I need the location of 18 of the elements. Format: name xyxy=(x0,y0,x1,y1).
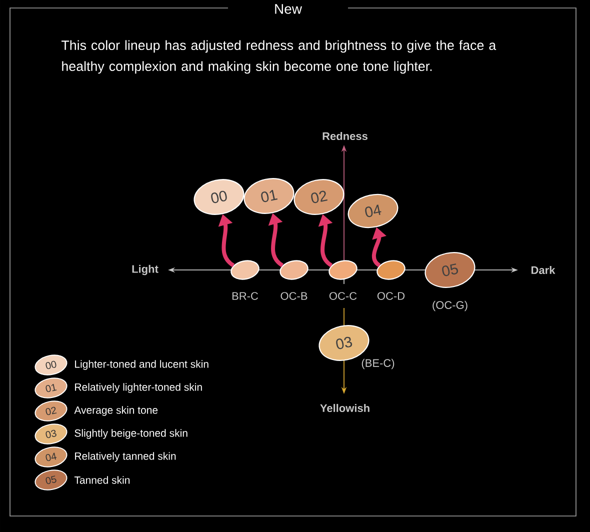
title: New xyxy=(275,4,302,14)
legend-text: Lighter-toned and lucent skin xyxy=(75,360,208,370)
shade-code: (BE-C) xyxy=(362,358,394,370)
axis-label: Redness xyxy=(322,132,368,140)
shade-code: OC-D xyxy=(377,292,405,300)
axis-label: Dark xyxy=(532,266,556,274)
legend-text: Relatively tanned skin xyxy=(75,452,176,462)
shade-code: OC-B xyxy=(280,292,308,300)
shade-code: BR-C xyxy=(232,292,258,300)
description: This color lineup has adjusted redness and brightness to give the face a healthy complexion and making skin become one tone lighter. xyxy=(62,40,496,74)
shade-code: OC-C xyxy=(329,292,357,300)
legend-text: Tanned skin xyxy=(74,476,130,484)
shade-code: (OC-G) xyxy=(432,300,468,312)
axis-label: Light xyxy=(132,264,158,276)
legend-text: Average skin tone xyxy=(74,406,158,416)
axis-label: Yellowish xyxy=(320,404,370,412)
legend-text: Slightly beige-toned skin xyxy=(74,429,188,439)
legend-text: Relatively lighter-toned skin xyxy=(75,383,202,393)
